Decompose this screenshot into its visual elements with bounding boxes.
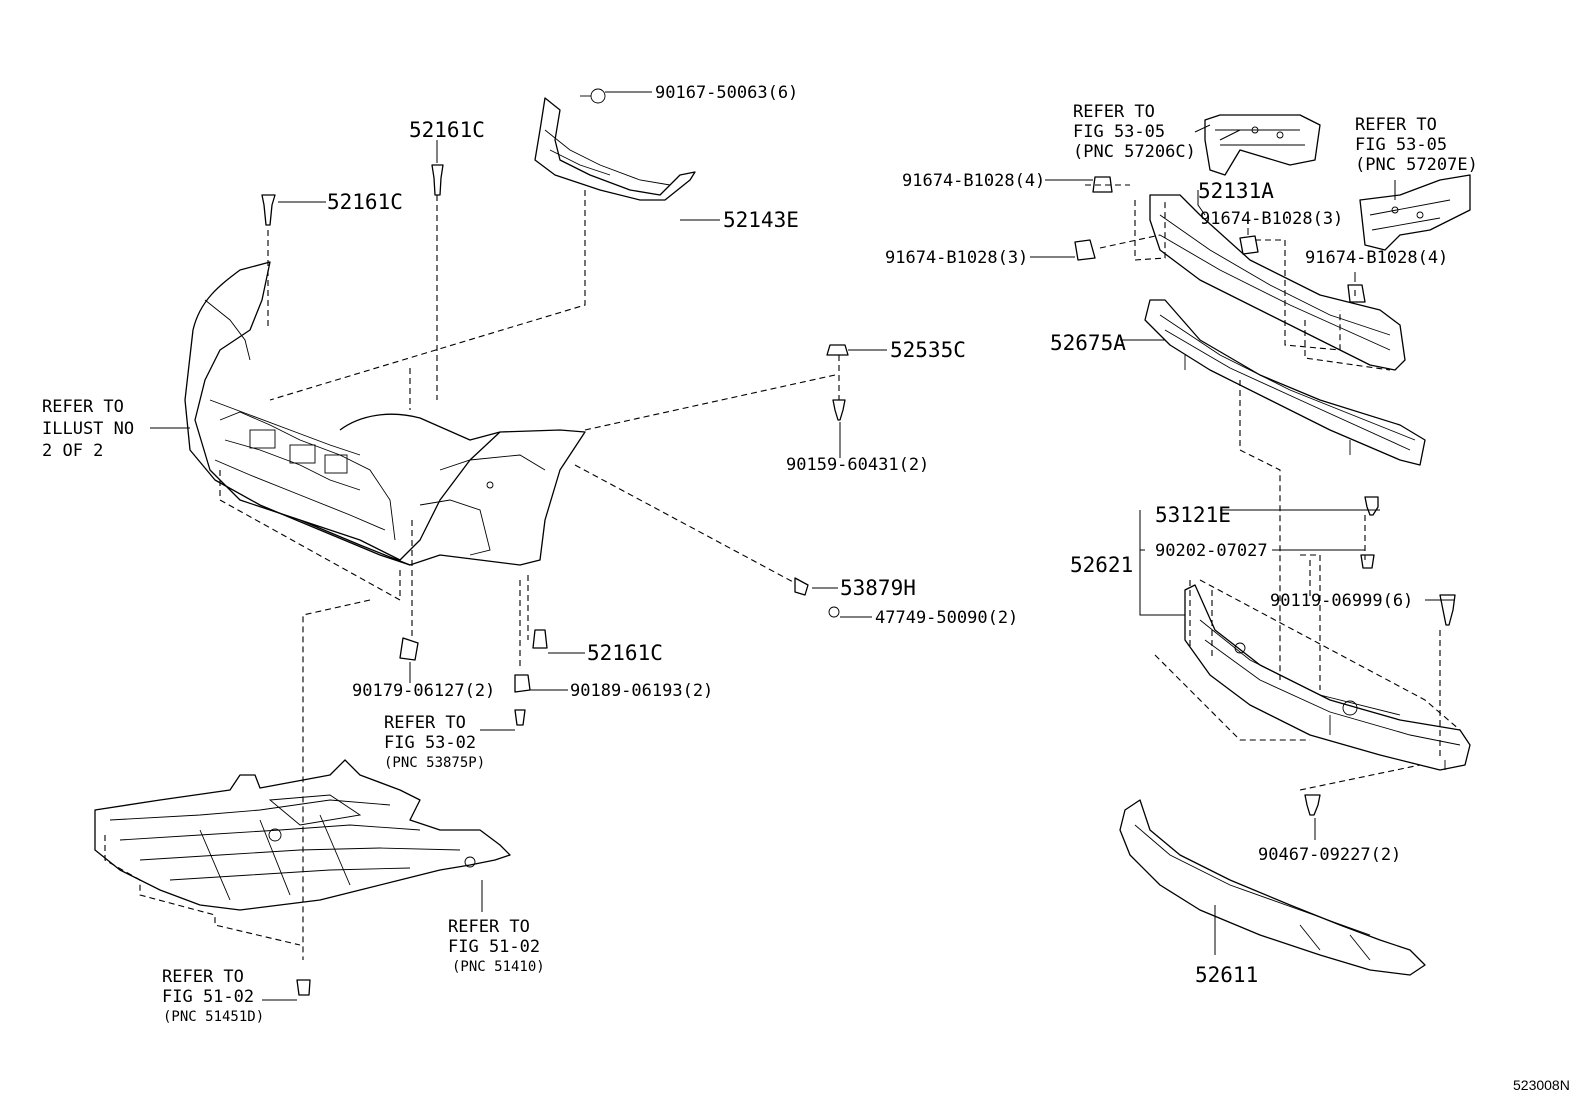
left-connectors	[219, 190, 840, 960]
svg-text:REFER TO: REFER TO	[1073, 102, 1155, 122]
svg-text:REFER TO: REFER TO	[384, 713, 466, 733]
ref-illust-no-2: REFER TO ILLUST NO 2 OF 2	[42, 397, 134, 461]
label-52161c-top: 52161C	[409, 118, 485, 142]
ref-fig-51-02-b: REFER TO FIG 51-02 (PNC 51451D)	[162, 967, 264, 1025]
label-53879h: 53879H	[840, 576, 916, 600]
spoiler-52611	[1119, 799, 1426, 976]
label-90179: 90179-06127(2)	[352, 681, 495, 701]
svg-text:(PNC 53875P): (PNC 53875P)	[384, 755, 485, 771]
label-52143e: 52143E	[723, 208, 799, 232]
ref-fig-53-05-a: REFER TO FIG 53-05 (PNC 57206C)	[1073, 102, 1196, 162]
svg-text:(PNC 57207E): (PNC 57207E)	[1355, 155, 1478, 175]
retainer-52621	[1184, 584, 1471, 771]
ref-fig-51-02-a: REFER TO FIG 51-02 (PNC 51410)	[448, 917, 545, 975]
label-47749: 47749-50090(2)	[875, 608, 1018, 628]
svg-text:FIG 53-05: FIG 53-05	[1073, 122, 1165, 142]
bracket-57207e	[1359, 174, 1471, 251]
engine-under-cover	[94, 759, 511, 946]
svg-text:FIG 53-02: FIG 53-02	[384, 733, 476, 753]
upper-bracket-52143e	[534, 88, 696, 201]
svg-text:(PNC 51451D): (PNC 51451D)	[163, 1009, 264, 1025]
label-52621: 52621	[1070, 553, 1133, 577]
svg-text:ILLUST NO: ILLUST NO	[42, 419, 134, 439]
svg-text:REFER TO: REFER TO	[42, 397, 124, 417]
reinforcement-52131a	[1134, 194, 1406, 371]
right-connectors	[1085, 184, 1461, 791]
absorber-52675a	[1144, 299, 1426, 466]
label-52131a: 52131A	[1198, 179, 1274, 203]
ref-fig-53-05-b: REFER TO FIG 53-05 (PNC 57207E)	[1355, 115, 1478, 175]
ref-fig-53-02: REFER TO FIG 53-02 (PNC 53875P)	[384, 713, 485, 771]
svg-text:REFER TO: REFER TO	[448, 917, 530, 937]
leader-lines	[150, 91, 1455, 1001]
diagram-id: 523008N	[1513, 1077, 1570, 1093]
bumper-cover	[184, 261, 586, 566]
svg-text:(PNC 51410): (PNC 51410)	[452, 959, 545, 975]
label-53121e: 53121E	[1155, 503, 1231, 527]
svg-text:REFER TO: REFER TO	[162, 967, 244, 987]
label-91674-d: 91674-B1028(4)	[1305, 248, 1448, 268]
label-90119: 90119-06999(6)	[1270, 591, 1413, 611]
label-52161c-bottom: 52161C	[587, 641, 663, 665]
label-91674-c: 91674-B1028(3)	[885, 248, 1028, 268]
label-90202: 90202-07027	[1155, 541, 1268, 561]
left-fasteners	[261, 164, 849, 996]
svg-text:2 OF 2: 2 OF 2	[42, 441, 103, 461]
svg-text:FIG 53-05: FIG 53-05	[1355, 135, 1447, 155]
label-90159: 90159-60431(2)	[786, 455, 929, 475]
svg-text:REFER TO: REFER TO	[1355, 115, 1437, 135]
label-52675a: 52675A	[1050, 331, 1126, 355]
label-52611: 52611	[1195, 963, 1258, 987]
svg-text:(PNC 57206C): (PNC 57206C)	[1073, 142, 1196, 162]
bracket-57206c	[1204, 114, 1321, 176]
svg-text:FIG 51-02: FIG 51-02	[162, 987, 254, 1007]
label-52161c-left: 52161C	[327, 190, 403, 214]
label-91674-a: 91674-B1028(4)	[902, 171, 1045, 191]
right-fasteners	[1074, 176, 1456, 816]
label-52535c: 52535C	[890, 338, 966, 362]
label-90189: 90189-06193(2)	[570, 681, 713, 701]
label-90167: 90167-50063(6)	[655, 83, 798, 103]
label-90467: 90467-09227(2)	[1258, 845, 1401, 865]
svg-text:FIG 51-02: FIG 51-02	[448, 937, 540, 957]
label-91674-b: 91674-B1028(3)	[1200, 209, 1343, 229]
